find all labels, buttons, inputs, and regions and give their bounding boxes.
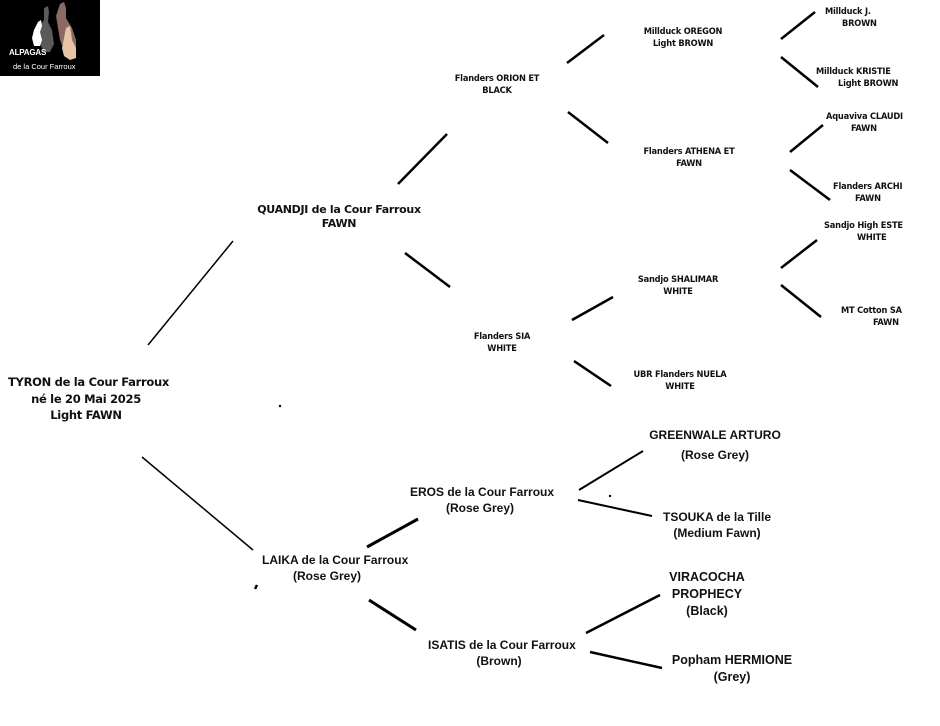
dam-name: LAIKA de la Cour Farroux [262, 553, 409, 567]
node-color: (Medium Fawn) [673, 525, 761, 540]
node-name: TSOUKA de la Tille [662, 510, 772, 524]
sire-name: QUANDJI de la Cour Farroux [257, 203, 421, 216]
node-name: Millduck KRISTIE [816, 66, 891, 77]
node-name: GREENWALE ARTURO [649, 428, 781, 442]
connector-oregon-j [780, 11, 816, 40]
stray-dot [278, 404, 282, 408]
connector-isatis-viracocha [585, 593, 661, 635]
node-color: WHITE [663, 285, 693, 297]
stray-dot [608, 494, 612, 498]
node-name: MT Cotton SA [841, 305, 902, 316]
connector-orion-oregon [566, 34, 605, 64]
farm-logo: ALPAGAS de la Cour Farroux [0, 0, 100, 76]
node-color: FAWN [873, 316, 899, 328]
node-name: EROS de la Cour Farroux [410, 485, 555, 499]
pedigree-sdss: Sandjo High ESTE WHITE [824, 220, 911, 244]
pedigree-sds: Sandjo SHALIMAR WHITE [626, 274, 730, 298]
node-color: FAWN [855, 192, 881, 204]
node-color: (Grey) [713, 669, 751, 684]
pedigree-dsd: TSOUKA de la Tille (Medium Fawn) [654, 510, 780, 541]
pedigree-sire-sire: Flanders ORION ET BLACK [445, 73, 549, 97]
node-color: WHITE [487, 342, 517, 354]
node-color: BLACK [482, 84, 512, 96]
logo-title: ALPAGAS [9, 48, 47, 57]
connector-subject-dam [141, 456, 254, 551]
node-color: (Rose Grey) [445, 500, 515, 515]
node-name: UBR Flanders NUELA [633, 369, 727, 380]
subject-color: Light FAWN [50, 408, 122, 423]
node-name: Flanders ATHENA ET [643, 146, 735, 157]
pedigree-ssss: Millduck J. BROWN [820, 6, 904, 30]
pedigree-sire: QUANDJI de la Cour Farroux FAWN [250, 203, 428, 232]
node-name: Popham HERMIONE [671, 653, 793, 667]
subject-name: TYRON de la Cour Farroux [8, 375, 169, 389]
pedigree-subject: TYRON de la Cour Farroux né le 20 Mai 20… [8, 374, 169, 424]
node-name: Aquaviva CLAUDI [826, 111, 903, 122]
pedigree-ddd: Popham HERMIONE (Grey) [666, 652, 798, 686]
node-color: (Black) [686, 603, 728, 618]
connector-shalimar-este [780, 239, 818, 269]
dam-color: (Rose Grey) [292, 568, 362, 583]
connector-shalimar-cotton [780, 284, 822, 318]
node-name: Millduck J. [825, 6, 871, 17]
node-color: (Brown) [476, 653, 522, 668]
node-color: FAWN [851, 122, 877, 134]
connector-athena-claudi [789, 124, 824, 153]
connector-laika-eros [366, 517, 419, 549]
node-color: Light BROWN [838, 77, 899, 89]
node-name: Flanders ARCHI [833, 181, 903, 192]
connector-orion-athena [567, 111, 609, 144]
node-name: Flanders ORION ET [454, 73, 540, 84]
pedigree-sdd: UBR Flanders NUELA WHITE [624, 369, 736, 393]
node-name: Sandjo SHALIMAR [637, 274, 719, 285]
node-color: WHITE [665, 380, 695, 392]
node-color: WHITE [857, 231, 887, 243]
pedigree-dam-sire: EROS de la Cour Farroux (Rose Grey) [410, 485, 555, 516]
node-name: Millduck OREGON [643, 26, 723, 37]
pedigree-sdsd: MT Cotton SA FAWN [841, 305, 908, 329]
node-color: Light BROWN [652, 37, 714, 49]
connector-eros-tsouka [577, 499, 653, 517]
connector-quandji-sia [404, 252, 451, 288]
node-color: (Rose Grey) [680, 448, 750, 463]
connector-sia-nuela [573, 359, 612, 388]
connector-subject-sire [147, 240, 234, 346]
pedigree-ssdd: Flanders ARCHI FAWN [833, 181, 912, 205]
connector-oregon-kristie [780, 56, 819, 88]
pedigree-dam-dam: ISATIS de la Cour Farroux (Brown) [428, 638, 576, 669]
sire-color: FAWN [321, 217, 357, 231]
pedigree-sss: Millduck OREGON Light BROWN [628, 26, 738, 50]
pedigree-dds: VIRACOCHA PROPHECY (Black) [660, 569, 754, 620]
pedigree-sssd: Millduck KRISTIE Light BROWN [816, 66, 904, 90]
subject-birth: né le 20 Mai 2025 [31, 391, 141, 406]
pedigree-dss: GREENWALE ARTURO (Rose Grey) [645, 425, 785, 466]
node-name: Sandjo High ESTE [824, 220, 903, 231]
connector-athena-archi [789, 169, 831, 201]
pedigree-ssds: Aquaviva CLAUDI FAWN [826, 111, 910, 135]
node-name: ISATIS de la Cour Farroux [428, 638, 576, 652]
pedigree-ssd: Flanders ATHENA ET FAWN [632, 146, 746, 170]
node-color: FAWN [676, 157, 702, 169]
connector-laika-isatis [368, 598, 417, 632]
stray-mark [253, 584, 259, 590]
pedigree-dam: LAIKA de la Cour Farroux (Rose Grey) [262, 553, 409, 584]
alpaca-icon [32, 2, 76, 60]
node-color: BROWN [842, 17, 877, 29]
node-name: Flanders SIA [473, 331, 531, 342]
connector-sia-shalimar [571, 295, 614, 322]
node-name: VIRACOCHA [669, 570, 745, 584]
node-name-2: PROPHECY [671, 586, 743, 601]
logo-subtitle: de la Cour Farroux [13, 62, 76, 71]
connector-isatis-hermione [589, 650, 663, 670]
connector-eros-arturo [578, 450, 644, 491]
connector-quandji-orion [397, 133, 448, 185]
pedigree-sire-dam: Flanders SIA WHITE [462, 331, 542, 355]
